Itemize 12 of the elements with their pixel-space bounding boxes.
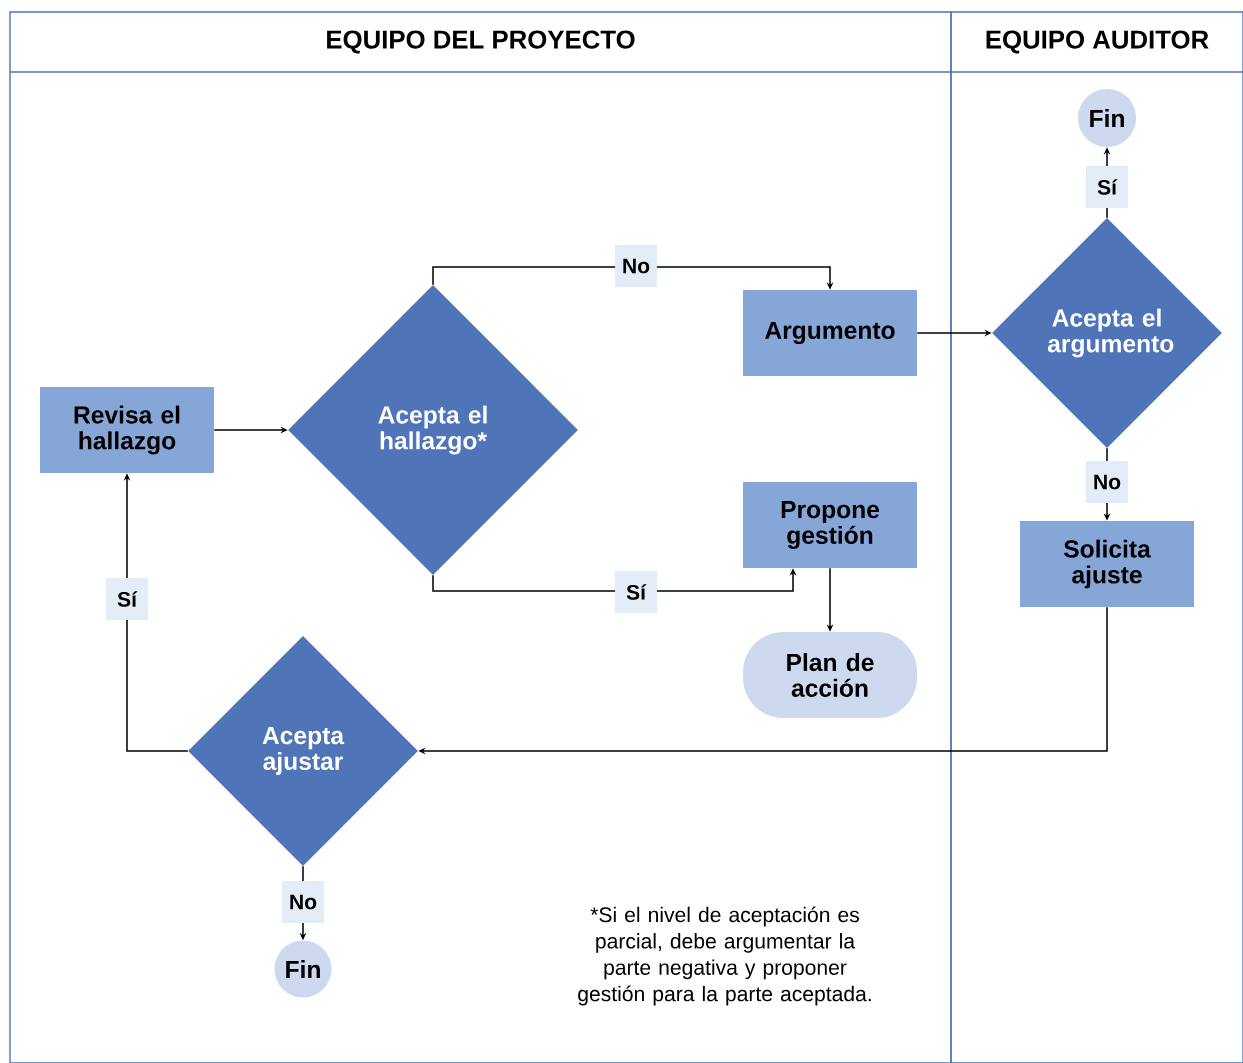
process-box: Solicita ajuste <box>1020 521 1194 607</box>
edge-label: No <box>615 245 657 287</box>
edge-label: No <box>1086 461 1128 503</box>
process-box: Revisa el hallazgo <box>40 387 214 473</box>
terminal-box: Plan de acción <box>743 632 917 718</box>
process-box: Argumento <box>743 290 917 376</box>
edge-label: Sí <box>1086 166 1128 208</box>
edge-label: Sí <box>615 571 657 613</box>
edge-label: Sí <box>106 578 148 620</box>
edge-label: No <box>282 881 324 923</box>
process-box: Propone gestión <box>743 482 917 568</box>
footnote: *Si el nivel de aceptación es parcial, debe argumentar la parte negativa y proponer gestión para la parte aceptada. <box>578 906 871 1006</box>
